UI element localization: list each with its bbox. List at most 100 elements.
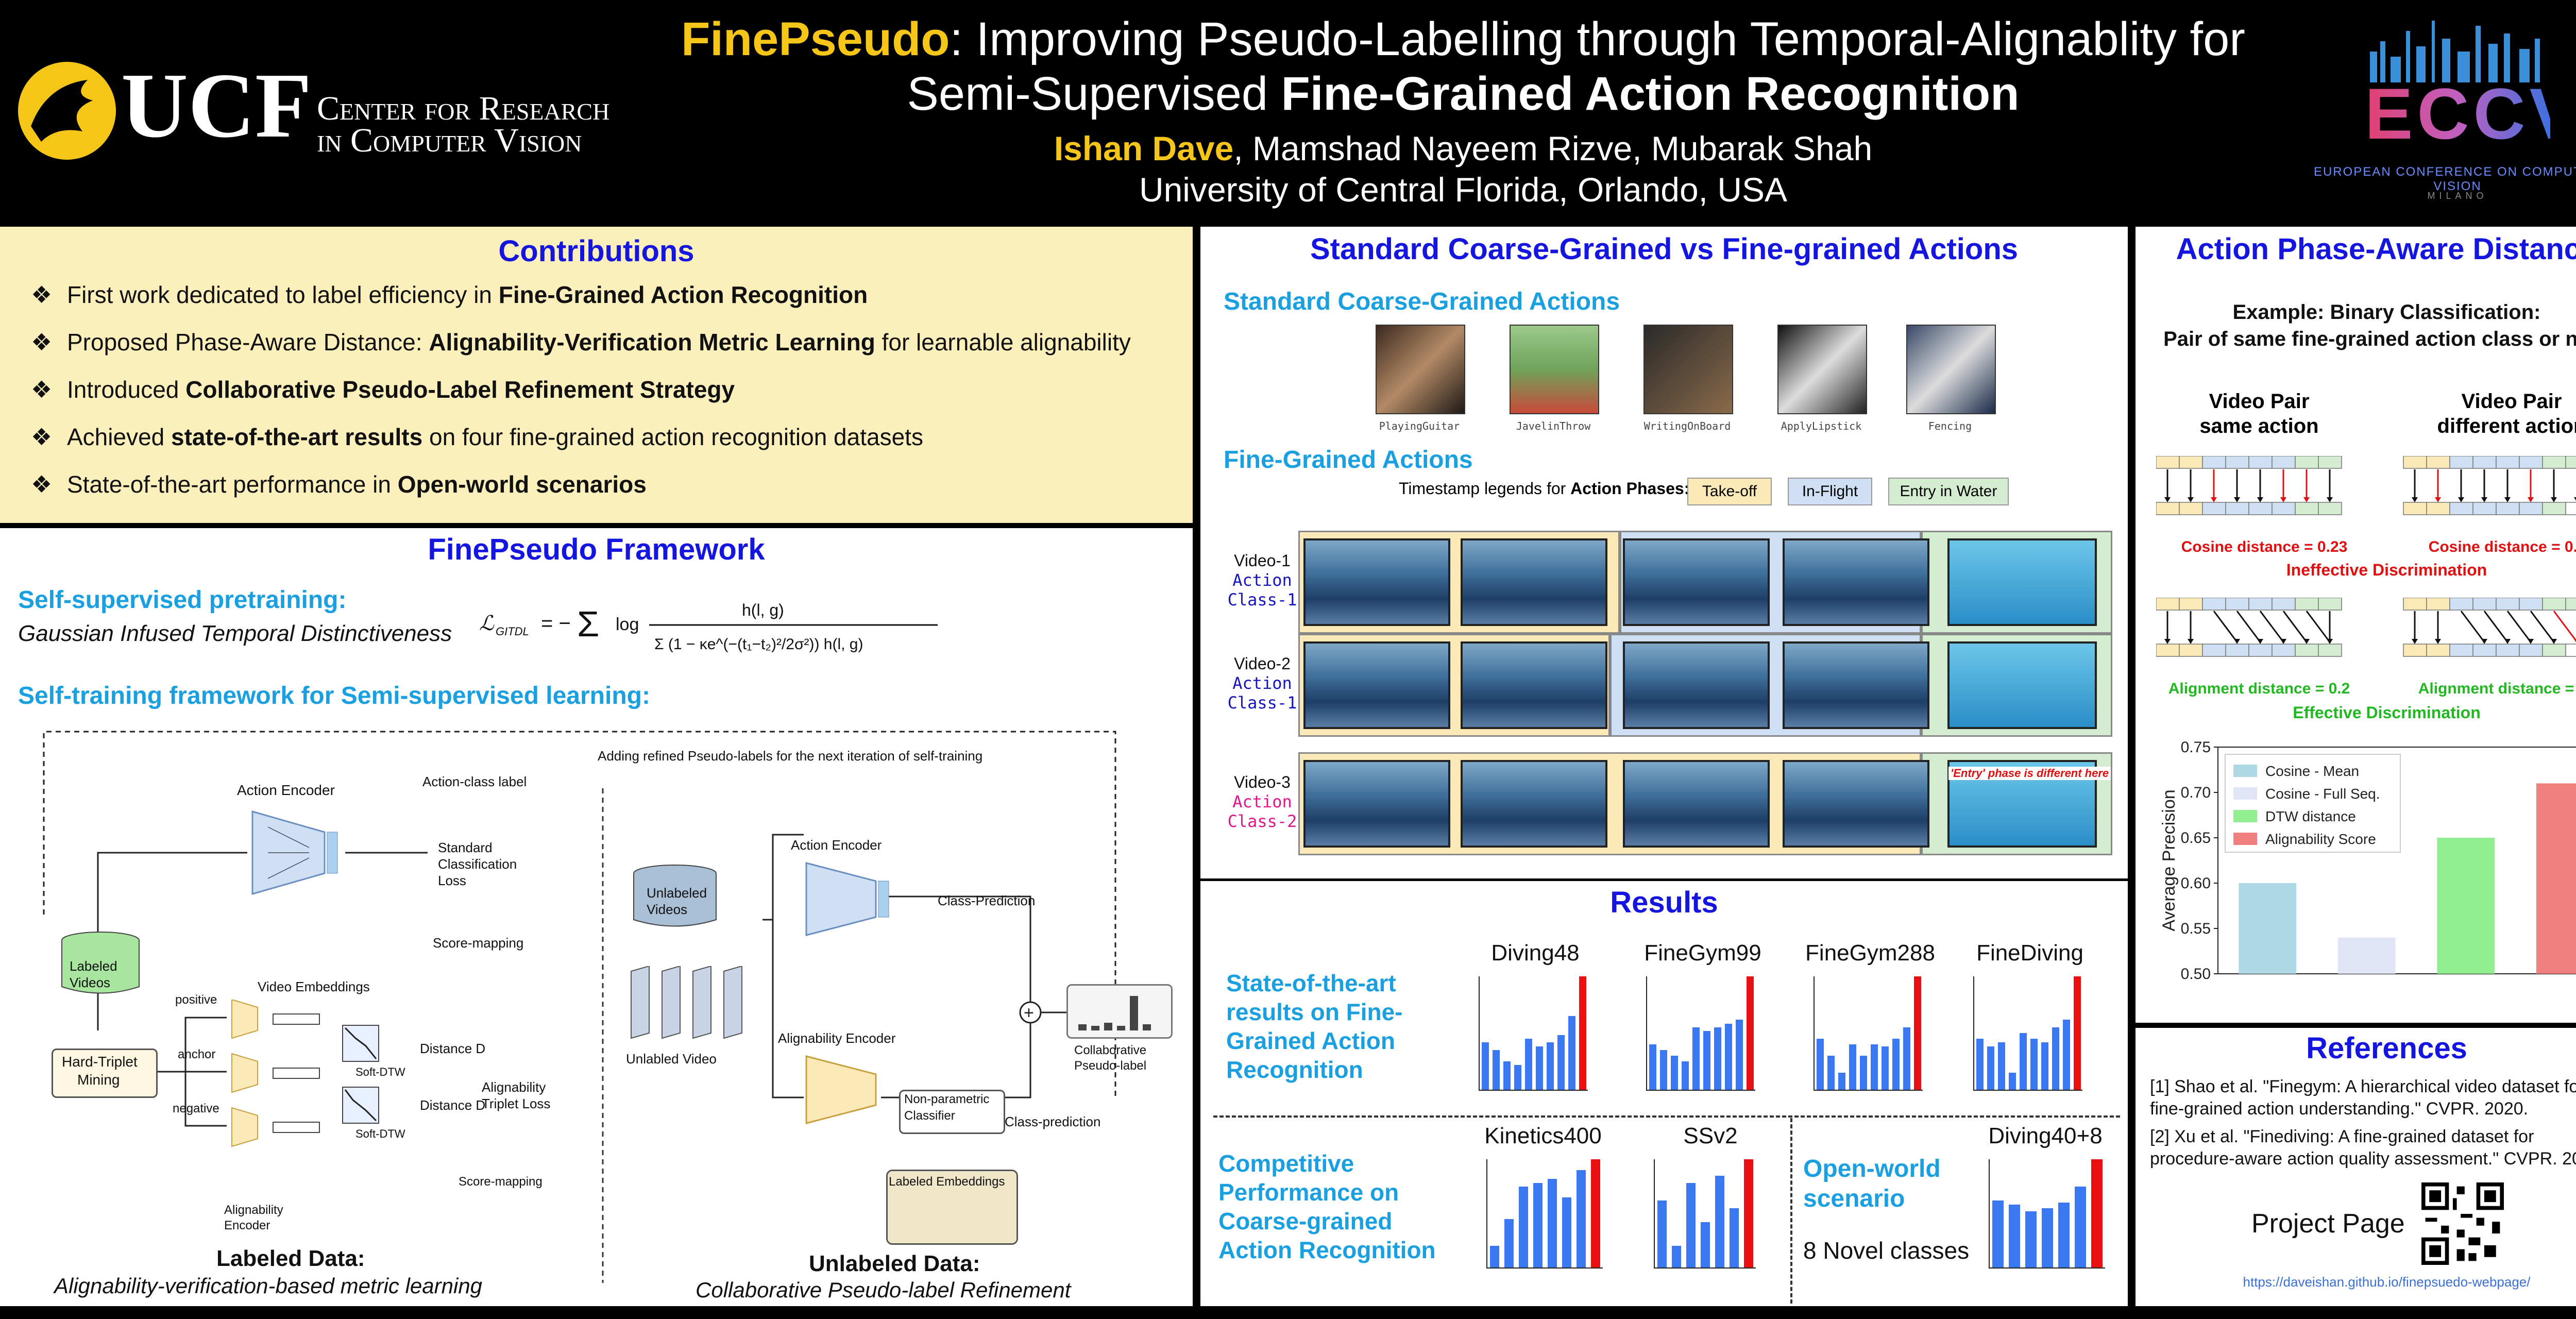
mini-bar [1701,1222,1710,1267]
align-encoder-2: Encoder [224,1219,270,1232]
mini-bar [1504,1219,1514,1267]
open-world-line-2: scenario [1803,1185,1905,1212]
contribution-item: ❖Introduced Collaborative Pseudo-Label R… [31,376,735,403]
legend-swatch [2233,833,2257,845]
effective-label: Effective Discrimination [2293,703,2481,722]
title-line-1: FinePseudo: Improving Pseudo-Labelling t… [670,10,2257,68]
ref2-line-a: [2] Xu et al. "Finediving: A fine-graine… [2150,1127,2534,1146]
legend-prefix: Timestamp legends for [1399,479,1571,498]
mini-bar [1976,1039,1984,1090]
unlabeled-frames-icon [631,966,742,1039]
contribution-text-a: Introduced [67,376,186,403]
align-encoder-u-label: Alignability Encoder [778,1030,896,1046]
project-url[interactable]: https://daveishan.github.io/finepsuedo-w… [2243,1274,2531,1290]
coarse-thumbnail-label: PlayingGuitar [1379,420,1460,432]
mini-bar [2091,1159,2103,1267]
video-class-line-2: Class-1 [1227,693,1297,713]
video-frame [1461,538,1607,626]
open-world-line-1: Open-world [1803,1155,1941,1182]
video-frame [1461,641,1607,729]
mini-bar-chart [1646,976,1755,1091]
svg-text:+: + [1024,1003,1034,1023]
references-panel: References [1] Shao et al. "Finegym: A h… [2136,1028,2576,1306]
dataset-title: SSv2 [1683,1123,1738,1148]
nonparam-1: Non-parametric [904,1092,990,1106]
mini-bar [2058,1203,2070,1267]
contribution-text-b: Alignability-Verification Metric Learnin… [429,329,875,356]
y-tick-label: 0.50 [2181,966,2211,983]
pseudo-label-bars-icon [1078,996,1151,1030]
video-name: Video-2 [1234,654,1291,673]
positive-label: positive [175,993,217,1007]
contribution-text-b: state-of-the-art results [171,424,423,450]
coarse-fine-panel: Standard Coarse-Grained vs Fine-grained … [1200,227,2128,878]
mini-bar [1892,1039,1900,1090]
legend-takeoff: Take-off [1687,478,1772,505]
video-class-line-1: Action [1232,570,1292,590]
gitdl-equation: ℒ GITDL = − Σ log h(l, g) Σ (1 − κe^(−(t… [479,601,938,653]
ssl-desc: Gaussian Infused Temporal Distinctivenes… [18,621,452,646]
example-text: Example: Binary Classification: Pair of … [2136,299,2576,352]
coarse-thumbnail [1777,325,1867,414]
svg-text:= −: = − [541,612,571,635]
triplet-encoders-icon [231,1000,379,1147]
mini-bar [1913,976,1921,1090]
std-loss-3: Loss [438,873,466,888]
svg-text:Σ (1 − κe^(−(t₁−t₂)²/2σ²)) h(l: Σ (1 − κe^(−(t₁−t₂)²/2σ²)) h(l, g) [654,636,863,653]
contribution-text-a: Achieved [67,424,172,450]
coarse-thumbnail [1376,325,1465,414]
video-frame [1783,641,1929,729]
ap-bar [2337,937,2396,974]
ap-bar [2239,883,2297,974]
ref2-line-b: procedure-aware action quality assessmen… [2150,1149,2576,1169]
mini-bar-chart [1814,976,1923,1091]
eccv-wordmark: ECCV [2365,72,2576,156]
distance-n-label: Distance D [420,1097,486,1113]
skyline-icon [2370,21,2540,82]
competitive-line-4: Action Recognition [1218,1237,1436,1263]
open-world-sub: 8 Novel classes [1803,1237,1970,1264]
sota-line-1: State-of-the-art [1226,970,1396,996]
video-class-line-2: Class-1 [1227,590,1297,610]
competitive-line-2: Performance on [1218,1179,1399,1206]
framework-heading: FinePseudo Framework [428,533,765,566]
align-encoder-1: Alignability [224,1203,283,1217]
mini-bar [1568,1016,1575,1090]
video-frame [1461,760,1607,848]
contribution-text-a: State-of-the-art performance in [67,471,398,498]
mini-bar-chart [1654,1159,1756,1269]
video-frame [1303,538,1450,626]
pseudo-label-box [1066,984,1173,1039]
diamond-bullet-icon: ❖ [31,281,53,308]
poster-header: UCF Center for Research in Computer Visi… [0,0,2576,224]
results-divider-v [1790,1118,1792,1304]
ssl-title: Self-supervised pretraining: [18,586,347,614]
negative-label: negative [173,1102,219,1115]
dataset-title: Kinetics400 [1484,1123,1602,1148]
entry-phase-note: 'Entry' phase is different here [1948,767,2111,780]
mini-bar [1672,1246,1681,1267]
mini-bar [1870,1044,1878,1090]
y-axis-label: Average Precision [2159,789,2179,931]
labeled-videos-2: Videos [70,975,111,990]
legend-entry: Entry in Water [1888,478,2009,505]
align-diff-label: Alignment distance = 0.6 [2418,680,2576,697]
video-frame [1623,641,1770,729]
ap-bar [2437,838,2495,974]
open-world-text: Open-world scenario [1803,1154,1941,1214]
contribution-item: ❖State-of-the-art performance in Open-wo… [31,470,647,498]
results-heading: Results [1610,886,1718,919]
pair-diff-title: Video Pair different action [2403,389,2576,438]
title-rest-2a: Semi-Supervised [907,67,1281,120]
qr-code-icon[interactable] [2421,1182,2504,1265]
contribution-text-a: First work dedicated to label efficiency… [67,281,499,308]
mini-bar [1987,1046,1994,1090]
align-same-label: Alignment distance = 0.2 [2168,680,2350,697]
coarse-thumbnail-label: WritingOnBoard [1643,420,1731,432]
mini-bar [1703,1030,1710,1090]
soft-dtw-1: Soft-DTW [355,1066,405,1078]
results-panel: Results State-of-the-art results on Fine… [1200,881,2128,1306]
class-pred-a: Class-prediction [1005,1114,1101,1129]
cos-diff-label: Cosine distance = 0.22 [2428,538,2576,555]
